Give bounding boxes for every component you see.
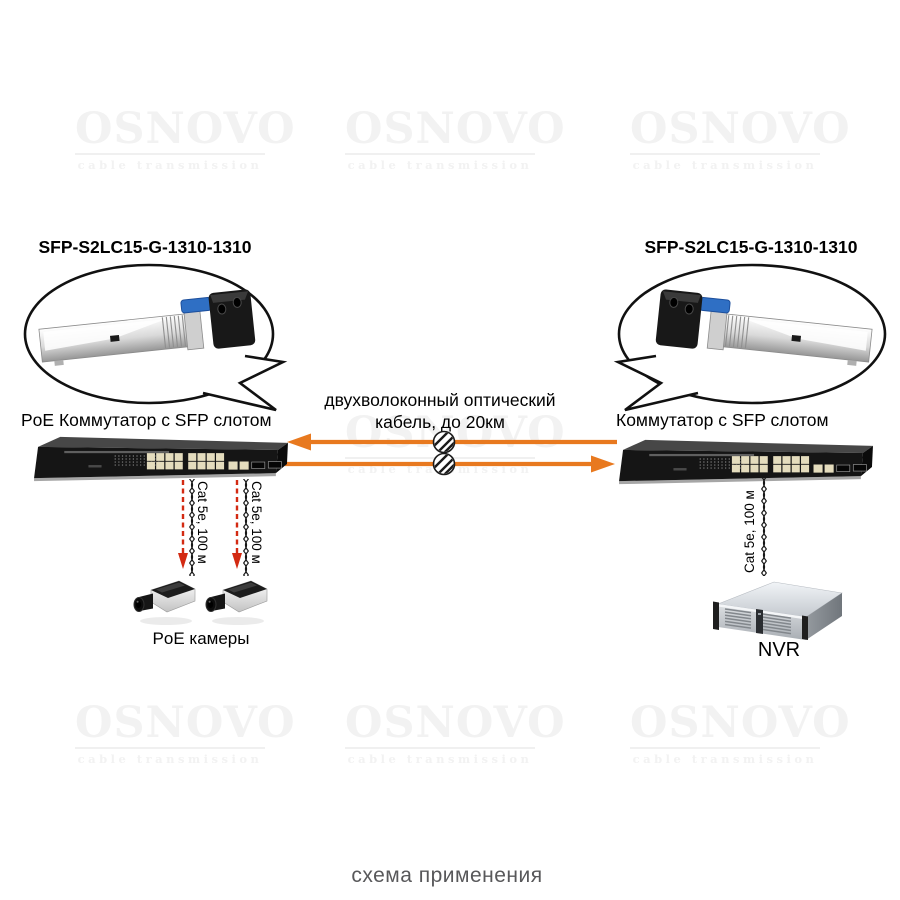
watermark: OSNOVO cable transmission: [75, 698, 296, 766]
fiber-caption: двухволоконный оптический кабель, до 20к…: [285, 389, 595, 433]
sfp-slot: [251, 461, 266, 469]
poe-camera-image-2: [205, 580, 268, 626]
rj45-ports: [146, 453, 249, 470]
nvr-label: NVR: [757, 639, 801, 661]
watermark-brand: OSNOVO: [75, 104, 296, 154]
watermark: OSNOVO cable transmission: [630, 104, 851, 172]
sfp-module-label-left: SFP-S2LC15-G-1310-1310: [38, 237, 252, 257]
nvr-image: [713, 581, 843, 640]
fiber-connector-icon: [432, 430, 456, 454]
cable-run-left-1: [178, 479, 197, 576]
cable-label-left-1: Cat 5e, 100 м: [195, 481, 210, 564]
bubble-tail: [613, 354, 699, 412]
twisted-pair-cable: [759, 477, 769, 576]
watermark-tagline: cable transmission: [75, 153, 265, 172]
watermark: OSNOVO cable transmission: [345, 104, 566, 172]
sfp-callout-bubble-left: [23, 263, 288, 412]
nvr-front-panel: [756, 609, 763, 634]
sfp-module-label-right: SFP-S2LC15-G-1310-1310: [644, 237, 858, 257]
fiber-arrow-left: [287, 433, 617, 451]
twisted-pair-cable: [187, 479, 197, 576]
fiber-connector-icon: [432, 452, 456, 476]
diagram-title: схема применения: [351, 864, 543, 887]
poe-camera-image-1: [133, 580, 196, 625]
down-arrowhead: [178, 553, 188, 569]
rack-handle-right: [802, 615, 808, 640]
twisted-pair-cable: [241, 479, 251, 576]
led-grid: [114, 455, 161, 466]
switch-label-right: Коммутатор с SFP слотом: [616, 410, 829, 430]
sfp-callout-bubble-right: [613, 263, 887, 412]
bubble-tail: [202, 354, 288, 412]
cable-run-left-2: [232, 479, 251, 576]
cable-label-right: Cat 5e, 100 м: [742, 490, 757, 573]
watermark: OSNOVO cable transmission: [345, 698, 566, 766]
switch-label-left: PoE Коммутатор с SFP слотом: [21, 410, 272, 430]
fiber-caption-line1: двухволоконный оптический: [324, 390, 556, 410]
cable-run-right: [759, 477, 769, 576]
sfp-latch: [180, 296, 213, 314]
rack-handle-left: [713, 601, 719, 630]
sfp-module-image: [38, 289, 256, 366]
sfp-slot: [267, 461, 282, 469]
arrowhead-left: [287, 433, 311, 451]
down-arrowhead: [232, 553, 242, 569]
cable-label-left-2: Cat 5e, 100 м: [249, 481, 264, 564]
watermark: OSNOVO cable transmission: [630, 698, 851, 766]
fiber-caption-line2: кабель, до 20км: [375, 412, 505, 432]
vent-grille: [724, 608, 792, 635]
cameras-label: PoE камеры: [152, 629, 250, 648]
arrowhead-right: [591, 455, 615, 473]
poe-switch-image-left: [34, 436, 288, 482]
fiber-link-arrows: [285, 430, 617, 476]
switch-image-right: [615, 436, 877, 486]
watermark: OSNOVO cable transmission: [75, 104, 296, 172]
